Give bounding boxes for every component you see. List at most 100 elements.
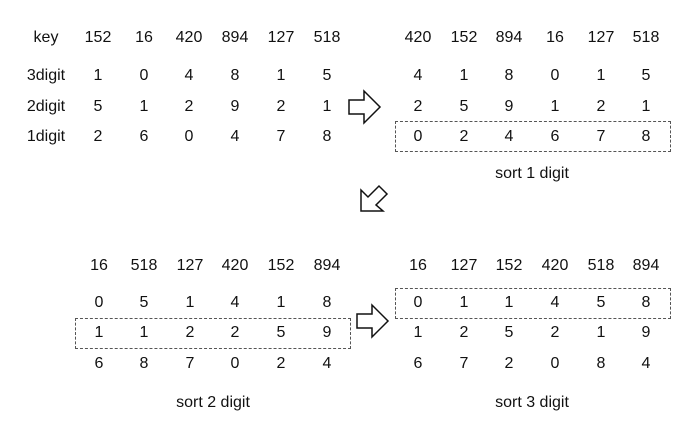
digit-value-d2: 1	[550, 98, 560, 115]
digit-value-d2: 2	[230, 324, 240, 341]
digit-value-d2: 2	[596, 98, 606, 115]
digit-value-d1: 2	[504, 355, 514, 372]
digit-value-d3: 1	[185, 294, 195, 311]
digit-value-d1: 7	[276, 128, 286, 145]
digit-value-d2: 2	[185, 324, 195, 341]
digit-value-d1: 4	[641, 355, 651, 372]
digit-value-d1: 8	[322, 128, 332, 145]
digit-value-d1: 2	[276, 355, 286, 372]
digit-value-d1: 6	[94, 355, 104, 372]
digit-value-d3: 8	[504, 67, 514, 84]
digit-value-d3: 4	[550, 294, 560, 311]
row-label-2digit: 2digit	[26, 98, 66, 115]
digit-value-d2: 2	[550, 324, 560, 341]
right-arrow-icon	[348, 89, 382, 125]
digit-value-d2: 5	[276, 324, 286, 341]
highlight-box-2digit	[75, 318, 351, 349]
digit-value-d2: 5	[459, 98, 469, 115]
key-value: 420	[541, 257, 569, 274]
digit-value-d3: 1	[504, 294, 514, 311]
digit-value-d1: 4	[230, 128, 240, 145]
right-arrow-icon	[356, 303, 390, 339]
key-value: 518	[313, 29, 341, 46]
digit-value-d1: 0	[550, 355, 560, 372]
digit-value-d3: 5	[322, 67, 332, 84]
digit-value-d1: 8	[596, 355, 606, 372]
digit-value-d3: 5	[596, 294, 606, 311]
key-value: 16	[90, 257, 108, 274]
digit-value-d3: 0	[550, 67, 560, 84]
key-value: 152	[495, 257, 523, 274]
digit-value-d2: 2	[413, 98, 423, 115]
caption-sort3: sort 3 digit	[495, 394, 569, 411]
digit-value-d1: 7	[596, 128, 606, 145]
key-value: 518	[587, 257, 615, 274]
digit-value-d1: 4	[504, 128, 514, 145]
digit-value-d1: 8	[641, 128, 651, 145]
key-value: 16	[409, 257, 427, 274]
key-value: 152	[450, 29, 478, 46]
digit-value-d3: 1	[93, 67, 103, 84]
digit-value-d3: 5	[641, 67, 651, 84]
key-value: 152	[84, 29, 112, 46]
digit-value-d3: 1	[596, 67, 606, 84]
digit-value-d3: 1	[459, 67, 469, 84]
highlight-box-1digit	[395, 121, 671, 152]
digit-value-d3: 4	[184, 67, 194, 84]
digit-value-d1: 2	[459, 128, 469, 145]
digit-value-d1: 8	[139, 355, 149, 372]
key-value: 518	[632, 29, 660, 46]
row-label-1digit: 1digit	[26, 128, 66, 145]
digit-value-d1: 2	[93, 128, 103, 145]
down-left-arrow-icon	[360, 184, 389, 212]
key-value: 420	[175, 29, 203, 46]
row-label-3digit: 3digit	[26, 67, 66, 84]
digit-value-d2: 9	[641, 324, 651, 341]
digit-value-d1: 7	[459, 355, 469, 372]
key-value: 894	[632, 257, 660, 274]
digit-value-d2: 5	[504, 324, 514, 341]
digit-value-d3: 4	[413, 67, 423, 84]
digit-value-d3: 0	[413, 294, 423, 311]
digit-value-d2: 5	[93, 98, 103, 115]
key-value: 894	[221, 29, 249, 46]
digit-value-d2: 9	[230, 98, 240, 115]
caption-sort2: sort 2 digit	[176, 394, 250, 411]
digit-value-d1: 0	[413, 128, 423, 145]
digit-value-d2: 9	[504, 98, 514, 115]
digit-value-d3: 5	[139, 294, 149, 311]
digit-value-d2: 1	[94, 324, 104, 341]
digit-value-d3: 1	[276, 67, 286, 84]
key-value: 420	[221, 257, 249, 274]
digit-value-d2: 1	[413, 324, 423, 341]
digit-value-d2: 1	[596, 324, 606, 341]
digit-value-d3: 1	[276, 294, 286, 311]
digit-value-d3: 8	[641, 294, 651, 311]
digit-value-d1: 6	[550, 128, 560, 145]
key-value: 16	[135, 29, 153, 46]
digit-value-d2: 9	[322, 324, 332, 341]
digit-value-d1: 4	[322, 355, 332, 372]
key-value: 127	[267, 29, 295, 46]
digit-value-d1: 0	[230, 355, 240, 372]
digit-value-d3: 8	[230, 67, 240, 84]
key-value: 518	[130, 257, 158, 274]
digit-value-d3: 4	[230, 294, 240, 311]
digit-value-d2: 1	[139, 98, 149, 115]
digit-value-d2: 2	[184, 98, 194, 115]
digit-value-d1: 6	[413, 355, 423, 372]
digit-value-d2: 1	[139, 324, 149, 341]
digit-value-d2: 1	[641, 98, 651, 115]
digit-value-d1: 0	[184, 128, 194, 145]
digit-value-d3: 1	[459, 294, 469, 311]
key-value: 127	[176, 257, 204, 274]
row-label-key: key	[33, 29, 59, 46]
key-value: 127	[587, 29, 615, 46]
digit-value-d3: 8	[322, 294, 332, 311]
digit-value-d3: 0	[139, 67, 149, 84]
key-value: 16	[546, 29, 564, 46]
digit-value-d2: 2	[276, 98, 286, 115]
key-value: 127	[450, 257, 478, 274]
key-value: 152	[267, 257, 295, 274]
key-value: 420	[404, 29, 432, 46]
